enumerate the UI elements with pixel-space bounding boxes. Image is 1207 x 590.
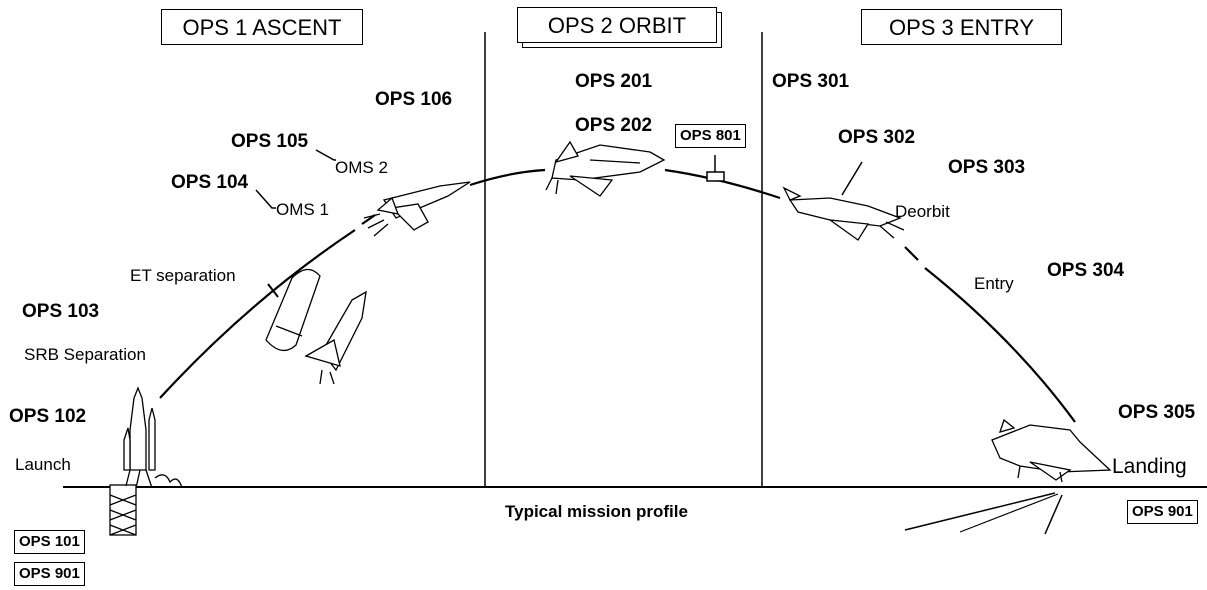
- launch-label: Launch: [15, 455, 71, 474]
- deorbit-label: Deorbit: [895, 202, 950, 221]
- oms2-label: OMS 2: [335, 158, 388, 177]
- header-ops3-entry: OPS 3 ENTRY: [861, 9, 1062, 45]
- et-separation-label: ET separation: [130, 266, 236, 285]
- trajectory-ascent-arc: [159, 229, 356, 399]
- orbiter-oms-icon: [363, 181, 471, 237]
- ops304-label: OPS 304: [1047, 260, 1125, 281]
- ops301-label: OPS 301: [772, 71, 850, 92]
- ops105-label: OPS 105: [231, 131, 309, 152]
- diagram-caption: Typical mission profile: [505, 502, 688, 521]
- launch-tower-icon: [109, 484, 137, 536]
- separated-tank-icon: [265, 268, 321, 352]
- ops202-label: OPS 202: [575, 115, 653, 136]
- et-separation-tick: [267, 283, 279, 298]
- ops303-label: OPS 303: [948, 157, 1026, 178]
- orbiter-orbit-icon: [545, 140, 666, 197]
- trajectory-entry-arc: [924, 267, 1076, 423]
- ops901-right-box: OPS 901: [1127, 500, 1198, 524]
- runway-streak-3: [1044, 494, 1063, 535]
- launch-pad-icon: [109, 386, 183, 536]
- ops104-leader: [255, 189, 276, 209]
- ops801-box: OPS 801: [675, 124, 746, 148]
- ops103-label: OPS 103: [22, 301, 100, 322]
- ops105-leader: [315, 149, 336, 161]
- ops106-label: OPS 106: [375, 89, 453, 110]
- ops101-box: OPS 101: [14, 530, 85, 554]
- orbiter-landing-icon: [991, 418, 1112, 483]
- runway-streak-1: [904, 492, 1056, 531]
- srb-icon: [148, 407, 156, 471]
- header-ops1-ascent: OPS 1 ASCENT: [161, 9, 363, 45]
- ops104-label: OPS 104: [171, 172, 249, 193]
- header-ops2-orbit: OPS 2 ORBIT: [517, 7, 717, 43]
- ops302-leader: [841, 161, 863, 196]
- runway-streak-2: [959, 493, 1059, 533]
- antenna-marker: [706, 171, 725, 182]
- ops102-label: OPS 102: [9, 406, 87, 427]
- ops201-label: OPS 201: [575, 71, 653, 92]
- oms1-label: OMS 1: [276, 200, 329, 219]
- trajectory-entry-dash: [904, 246, 919, 261]
- trajectory-coast-arc: [469, 168, 546, 187]
- external-tank-icon: [129, 386, 147, 471]
- srb-separation-label: SRB Separation: [24, 345, 146, 364]
- ops901-left-box: OPS 901: [14, 562, 85, 586]
- entry-label: Entry: [974, 274, 1014, 293]
- orbiter-deorbit-icon: [782, 186, 905, 241]
- et-separation-icon: [265, 268, 367, 385]
- ops302-label: OPS 302: [838, 127, 916, 148]
- landing-label: Landing: [1112, 455, 1187, 478]
- ops305-label: OPS 305: [1118, 402, 1196, 423]
